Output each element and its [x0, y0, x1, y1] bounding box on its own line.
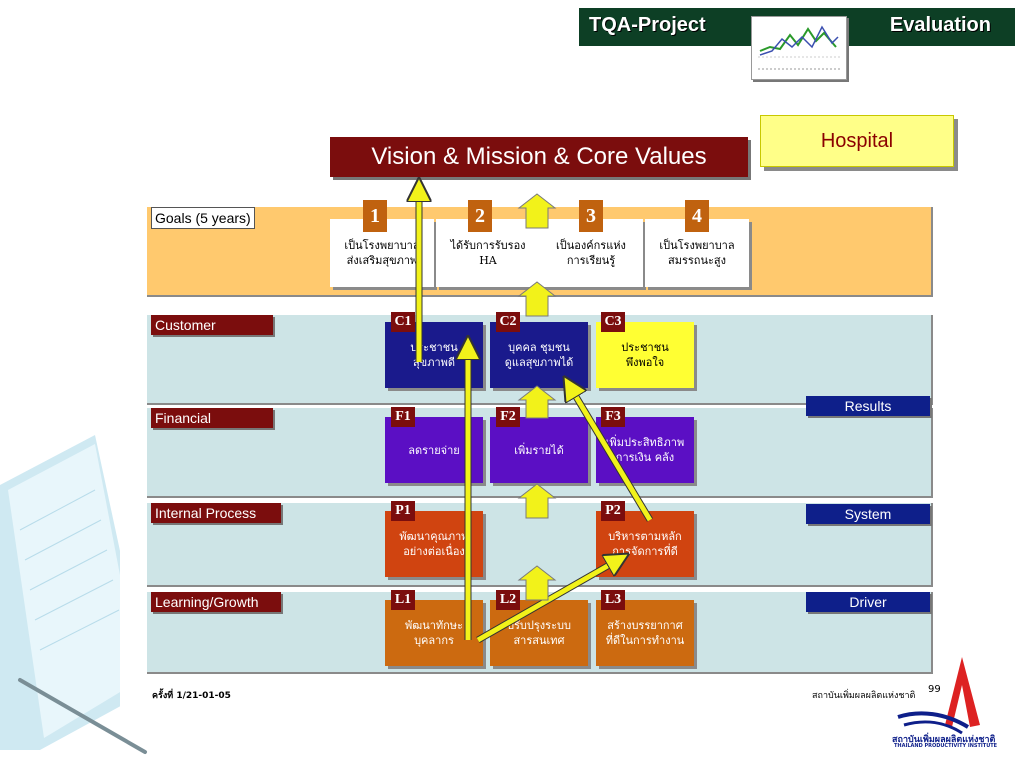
vision-mission-banner: Vision & Mission & Core Values	[330, 137, 748, 177]
p2-code: P2	[601, 501, 625, 521]
l3-code: L3	[601, 590, 625, 610]
goal-number-3: 3	[579, 200, 603, 232]
line-chart-icon	[751, 16, 847, 80]
results-label: Results	[806, 396, 930, 416]
logo-english-text: THAILAND PRODUCTIVITY INSTITUTE	[894, 743, 998, 749]
l1-code: L1	[391, 590, 415, 610]
hospital-label: Hospital	[760, 115, 954, 167]
footer-left-text: ครั้งที่ 1/21-01-05	[152, 691, 231, 701]
c3-code: C3	[601, 312, 625, 332]
system-label: System	[806, 504, 930, 524]
goal-box-2: ได้รับการรับรอง HA	[436, 219, 540, 287]
learning-growth-label: Learning/Growth	[151, 592, 281, 612]
l2-code: L2	[496, 590, 520, 610]
page-number: 99	[928, 684, 941, 695]
c2-code: C2	[496, 312, 520, 332]
goal-number-4: 4	[685, 200, 709, 232]
f3-code: F3	[601, 407, 625, 427]
c3-box: ประชาชน พึงพอใจ	[596, 322, 694, 388]
c1-code: C1	[391, 312, 415, 332]
footer-right-text: สถาบันเพิ่มผลผลิตแห่งชาติ	[812, 691, 916, 701]
internal-process-label: Internal Process	[151, 503, 281, 523]
project-title: TQA-Project	[589, 14, 706, 36]
evaluation-title: Evaluation	[889, 14, 991, 36]
goal-number-1: 1	[363, 200, 387, 232]
tpi-logo	[897, 657, 980, 735]
goals-label: Goals (5 years)	[151, 207, 255, 229]
logo-thai-text: สถาบันเพิ่มผลผลิตแห่งชาติ	[892, 735, 996, 745]
p1-code: P1	[391, 501, 415, 521]
driver-label: Driver	[806, 592, 930, 612]
financial-label: Financial	[151, 408, 273, 428]
customer-label: Customer	[151, 315, 273, 335]
f2-code: F2	[496, 407, 520, 427]
f1-code: F1	[391, 407, 415, 427]
notebook-illustration	[0, 435, 150, 754]
goal-number-2: 2	[468, 200, 492, 232]
